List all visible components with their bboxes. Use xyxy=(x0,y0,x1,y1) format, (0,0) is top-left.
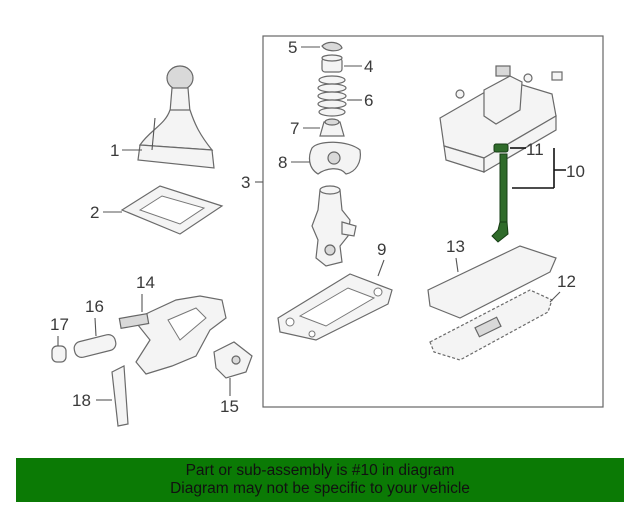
callout-16: 16 xyxy=(85,297,104,316)
bracket-part-14[interactable] xyxy=(118,295,227,375)
callout-4: 4 xyxy=(364,57,373,76)
callout-8: 8 xyxy=(278,153,287,172)
seal-part-12[interactable] xyxy=(429,289,553,361)
info-banner: Part or sub-assembly is #10 in diagram D… xyxy=(16,458,624,502)
bracket-part-15[interactable] xyxy=(213,341,253,379)
callout-14: 14 xyxy=(136,273,155,292)
callout-5: 5 xyxy=(288,38,297,57)
callout-6: 6 xyxy=(364,91,373,110)
callout-3: 3 xyxy=(241,173,250,192)
callout-1: 1 xyxy=(110,141,119,160)
callout-17: 17 xyxy=(50,315,69,334)
shift-rod-part-10[interactable] xyxy=(491,153,509,243)
banner-line-1: Part or sub-assembly is #10 in diagram xyxy=(185,462,455,479)
callout-10: 10 xyxy=(566,162,585,181)
callout-12: 12 xyxy=(557,272,576,291)
end-cap-part-17[interactable] xyxy=(51,345,67,363)
callout-15: 15 xyxy=(220,397,239,416)
callout-2: 2 xyxy=(90,203,99,222)
clip-part-5[interactable] xyxy=(321,41,343,52)
bearing-housing-part-8[interactable] xyxy=(308,141,361,175)
callout-13: 13 xyxy=(446,237,465,256)
spring-part-6[interactable] xyxy=(317,75,347,117)
cap-part-4[interactable] xyxy=(321,54,343,73)
trim-strip-part-18[interactable] xyxy=(111,365,129,427)
seat-part-7[interactable] xyxy=(319,118,345,137)
grommet-part-11[interactable] xyxy=(493,143,509,153)
lever-housing xyxy=(311,185,357,267)
callout-11: 11 xyxy=(526,140,544,159)
callout-9: 9 xyxy=(377,240,386,259)
banner-line-2: Diagram may not be specific to your vehi… xyxy=(170,480,470,497)
shift-boot-part-1[interactable] xyxy=(137,65,215,169)
gasket-plate-part-9[interactable] xyxy=(277,273,393,341)
subassembly-frame xyxy=(262,35,604,408)
handle-part-16[interactable] xyxy=(73,333,118,359)
boot-frame-part-2[interactable] xyxy=(120,185,224,235)
callout-18: 18 xyxy=(72,391,91,410)
callout-7: 7 xyxy=(290,119,299,138)
cover-part-13[interactable] xyxy=(427,245,557,319)
